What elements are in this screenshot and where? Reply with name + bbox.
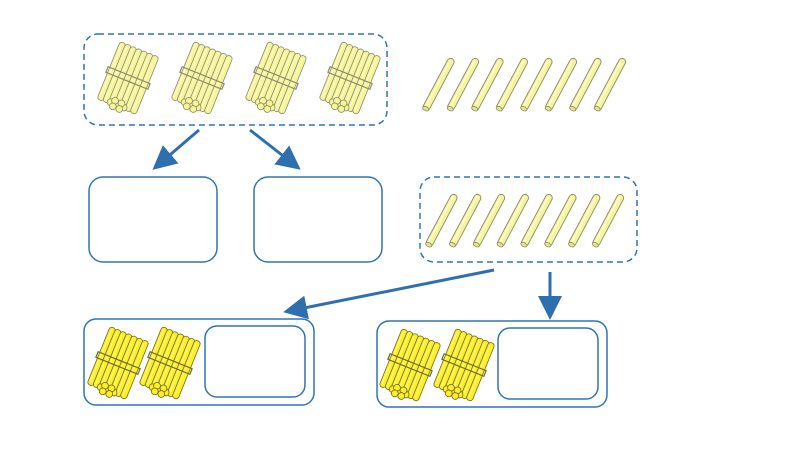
stick-top-7: [569, 57, 602, 112]
answer-box-3[interactable]: [204, 325, 306, 398]
bundle-top-3: [245, 41, 307, 115]
stick-top-4: [495, 57, 529, 112]
answer-box-2[interactable]: [253, 176, 383, 263]
stick-mid-8: [591, 193, 625, 248]
answer-box-4[interactable]: [497, 327, 599, 400]
stick-top-6: [544, 57, 578, 112]
arrow-to-bottom-left: [283, 268, 495, 320]
mid-loose-sticks-group: [425, 193, 625, 248]
stick-top-8: [593, 57, 627, 112]
bottom-right-bundles-group: [379, 328, 495, 402]
bundle-bottom-left-2: [139, 326, 201, 400]
bundle-bottom-right-2: [433, 328, 495, 402]
arrow-to-tens-box: [152, 128, 200, 170]
stick-top-1: [422, 57, 455, 112]
stick-mid-3: [472, 193, 506, 248]
bundle-top-1: [97, 41, 159, 115]
stick-top-5: [520, 57, 553, 112]
stick-mid-5: [520, 193, 553, 248]
stick-top-3: [471, 57, 504, 112]
stick-mid-2: [449, 193, 482, 248]
stick-mid-1: [425, 193, 458, 248]
stick-mid-7: [568, 193, 601, 248]
stick-mid-4: [496, 193, 529, 248]
stick-top-2: [446, 57, 480, 112]
bundle-top-2: [171, 41, 233, 115]
arrow-to-ones-box: [249, 128, 301, 170]
mid-loose-sticks-frame: [419, 176, 638, 263]
answer-box-1[interactable]: [88, 176, 218, 263]
bundle-bottom-left-1: [87, 326, 149, 400]
bundle-bottom-right-1: [379, 328, 441, 402]
top-bundles-frame: [83, 33, 388, 126]
bottom-left-bundles-group: [87, 326, 201, 400]
stick-mid-6: [544, 193, 577, 248]
bundle-top-4: [319, 41, 381, 115]
top-loose-sticks-group: [422, 57, 627, 112]
top-bundles-group: [97, 41, 381, 115]
